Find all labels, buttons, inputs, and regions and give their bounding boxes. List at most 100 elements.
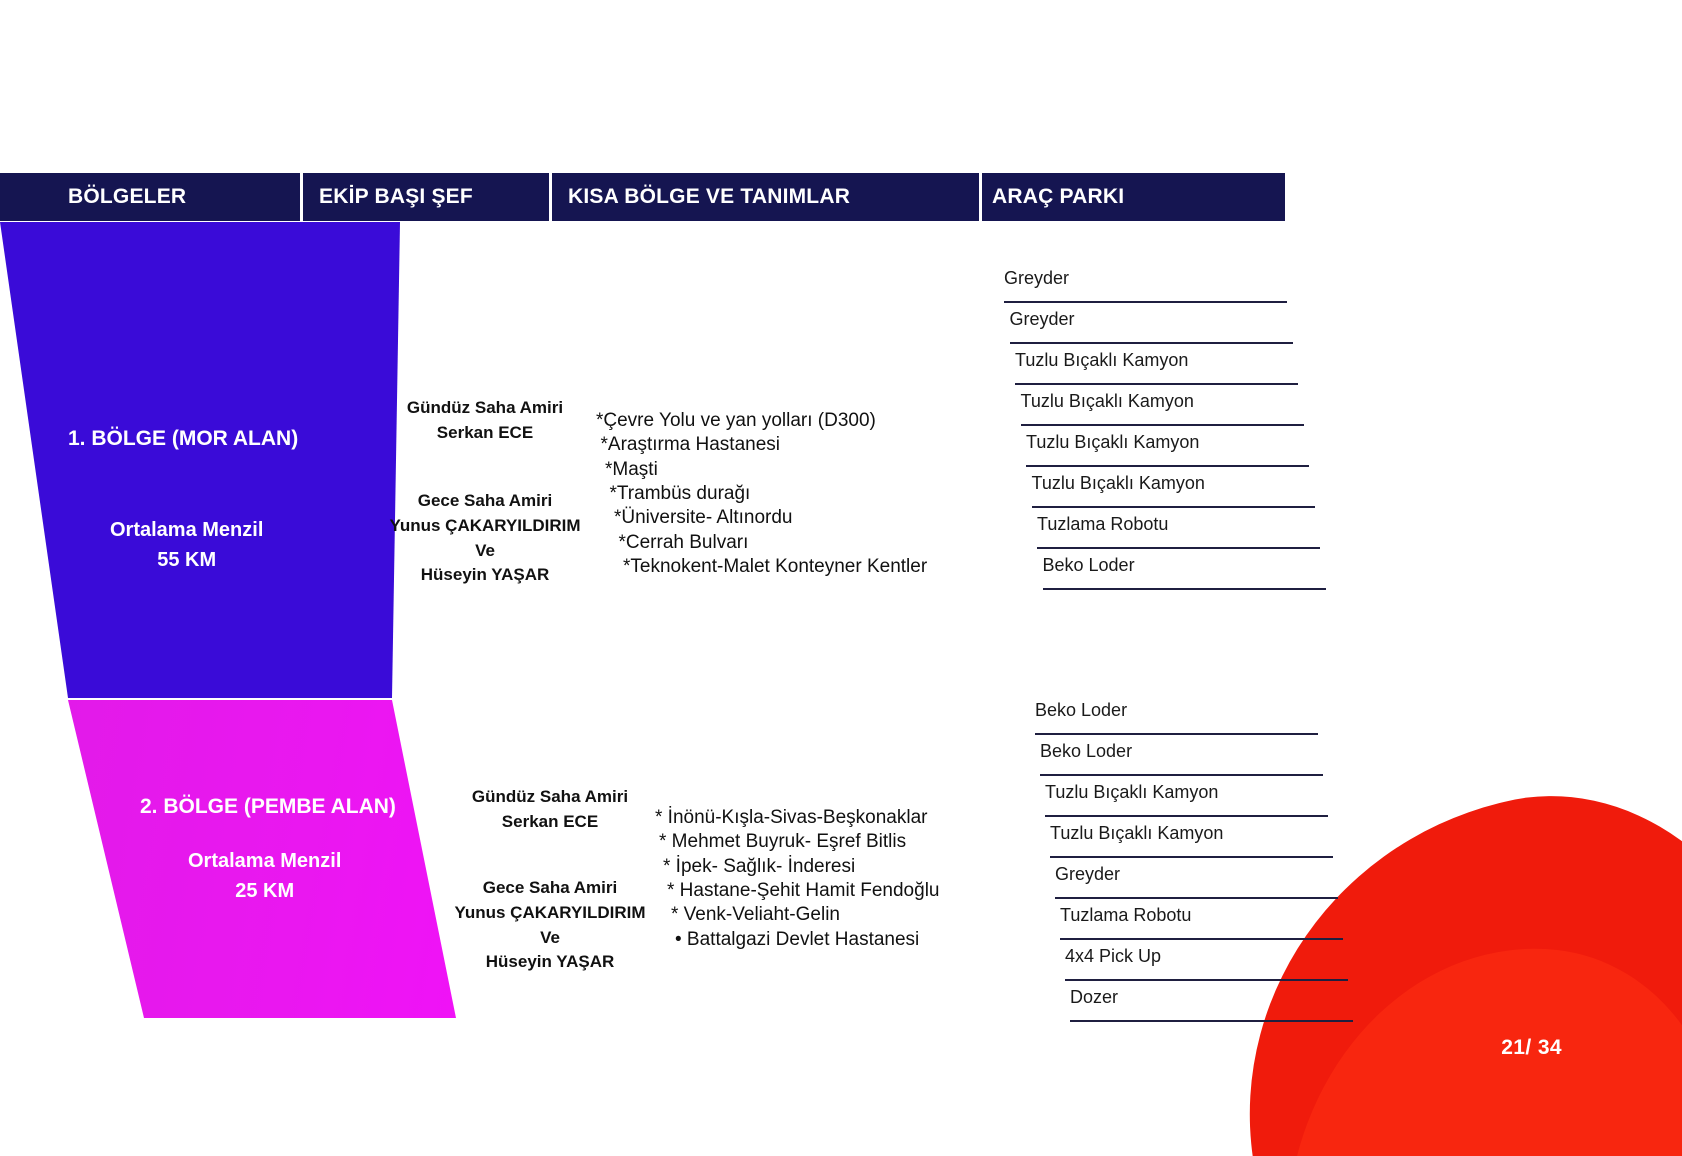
region-range-bolge-1: Ortalama Menzil 55 KM (110, 515, 263, 575)
chief-night-title-bolge-2: Gece Saha Amiri (482, 878, 618, 898)
chief-block-bolge-2: Gündüz Saha Amiri Serkan ECE Gece Saha A… (450, 785, 650, 975)
definition-item: *Araştırma Hastanesi (600, 434, 781, 456)
region-shape-bolge-1 (0, 222, 400, 698)
chief-night-group-bolge-2: Gece Saha Amiri Yunus ÇAKARYILDIRIM Ve H… (450, 876, 650, 975)
definition-item: * Mehmet Buyruk- Eşref Bitlis (659, 831, 907, 853)
vehicle-row: Beko Loder (1035, 697, 1318, 738)
definition-item: *Teknokent-Malet Konteyner Kentler (623, 555, 928, 577)
vehicle-label: Beko Loder (1035, 700, 1128, 720)
region-range-label-bolge-1: Ortalama Menzil (110, 519, 264, 541)
definition-item: *Trambüs durağı (609, 482, 751, 504)
vehicle-row-rule (1070, 1020, 1353, 1022)
definition-item: * İpek- Sağlık- İnderesi (663, 855, 856, 877)
vehicle-label: Greyder (1004, 268, 1070, 288)
chief-day-title-bolge-2: Gündüz Saha Amiri (471, 787, 629, 806)
header-cell-ekip-basi-sef: EKİP BAŞI ŞEF (303, 173, 549, 221)
vehicle-row: Tuzlama Robotu (1037, 511, 1320, 552)
chief-day-group-bolge-1: Gündüz Saha Amiri Serkan ECE (380, 396, 590, 445)
vehicle-row-rule (1055, 897, 1338, 899)
vehicle-row-rule (1065, 979, 1348, 981)
vehicle-label: Greyder (1055, 864, 1121, 884)
page-number: 21/ 34 (1501, 1036, 1562, 1059)
vehicle-label: Tuzlu Bıçaklı Kamyon (1026, 432, 1200, 452)
definition-item: *Üniversite- Altınordu (614, 507, 793, 529)
region-shape-bolge-2 (68, 700, 456, 1018)
vehicle-row: Tuzlu Bıçaklı Kamyon (1050, 820, 1333, 861)
region-name-bolge-1: 1. BÖLGE (MOR ALAN) (68, 427, 299, 450)
vehicle-label: Tuzlu Bıçaklı Kamyon (1045, 782, 1219, 802)
region-range-bolge-2: Ortalama Menzil 25 KM (188, 846, 341, 906)
chief-night-conjunction-bolge-1: Ve (475, 540, 495, 560)
vehicle-row: Greyder (1055, 861, 1338, 902)
vehicle-row-rule (1040, 774, 1323, 776)
definition-item: *Çevre Yolu ve yan yolları (D300) (596, 410, 876, 431)
definition-item: *Maşti (605, 458, 658, 480)
region-range-value-bolge-1: 55 KM (157, 549, 217, 571)
vehicle-row-rule (1045, 815, 1328, 817)
chief-night-name-2-bolge-2: Hüseyin YAŞAR (485, 952, 615, 972)
vehicle-row: Tuzlu Bıçaklı Kamyon (1031, 470, 1315, 511)
header-label-kisa-bolge-ve-tanimlar: KISA BÖLGE VE TANIMLAR (568, 185, 851, 208)
vehicle-row: Tuzlu Bıçaklı Kamyon (1015, 347, 1298, 388)
vehicle-row-rule (1004, 301, 1287, 303)
vehicle-label: Dozer (1070, 987, 1119, 1007)
vehicle-row-rule (1042, 588, 1326, 590)
vehicle-row-rule (1035, 733, 1318, 735)
vehicle-row: Tuzlu Bıçaklı Kamyon (1045, 779, 1328, 820)
table-header-band: BÖLGELER EKİP BAŞI ŞEF KISA BÖLGE VE TAN… (0, 173, 1285, 221)
vehicle-label: Beko Loder (1040, 741, 1133, 761)
vehicle-row-rule (1009, 342, 1293, 344)
vehicle-label: Beko Loder (1042, 555, 1135, 575)
definition-item: • Battalgazi Devlet Hastanesi (675, 928, 920, 950)
chief-day-name-bolge-2: Serkan ECE (501, 811, 599, 831)
vehicle-row: 4x4 Pick Up (1065, 943, 1348, 984)
chief-day-title-bolge-1: Gündüz Saha Amiri (406, 398, 564, 417)
header-label-arac-parki: ARAÇ PARKI (992, 185, 1125, 208)
vehicle-label: Tuzlu Bıçaklı Kamyon (1050, 823, 1224, 843)
chief-night-conjunction-bolge-2: Ve (540, 927, 560, 947)
header-label-ekip-basi-sef: EKİP BAŞI ŞEF (319, 185, 473, 208)
chief-night-group-bolge-1: Gece Saha Amiri Yunus ÇAKARYILDIRIM Ve H… (380, 489, 590, 588)
vehicle-label: Tuzlama Robotu (1037, 514, 1169, 534)
definition-item: * Venk-Veliaht-Gelin (671, 904, 840, 926)
definition-item: *Cerrah Bulvarı (618, 531, 749, 553)
vehicle-row-rule (1037, 547, 1320, 549)
header-cell-arac-parki: ARAÇ PARKI (982, 173, 1285, 221)
chief-night-name-1-bolge-2: Yunus ÇAKARYILDIRIM (454, 902, 646, 922)
vehicle-row-rule (1031, 506, 1315, 508)
region-range-label-bolge-2: Ortalama Menzil (188, 850, 342, 872)
vehicle-label: Tuzlu Bıçaklı Kamyon (1020, 391, 1194, 411)
region-range-value-bolge-2: 25 KM (235, 880, 295, 902)
vehicle-label: 4x4 Pick Up (1065, 946, 1162, 966)
chief-night-name-2-bolge-1: Hüseyin YAŞAR (420, 565, 550, 585)
header-cell-kisa-bolge-ve-tanimlar: KISA BÖLGE VE TANIMLAR (552, 173, 979, 221)
vehicle-row-rule (1020, 424, 1304, 426)
vehicle-row: Tuzlama Robotu (1060, 902, 1343, 943)
chief-block-bolge-1: Gündüz Saha Amiri Serkan ECE Gece Saha A… (380, 396, 590, 588)
definitions-list-bolge-2: * İnönü-Kışla-Sivas-Beşkonaklar * Mehmet … (655, 806, 939, 952)
vehicle-row: Tuzlu Bıçaklı Kamyon (1020, 388, 1304, 429)
definition-item: * İnönü-Kışla-Sivas-Beşkonaklar (655, 807, 928, 828)
chief-night-name-1-bolge-1: Yunus ÇAKARYILDIRIM (389, 515, 581, 535)
vehicle-row: Beko Loder (1040, 738, 1323, 779)
chief-day-group-bolge-2: Gündüz Saha Amiri Serkan ECE (450, 785, 650, 834)
vehicle-label: Tuzlama Robotu (1060, 905, 1192, 925)
vehicle-row-rule (1015, 383, 1298, 385)
vehicle-row: Greyder (1009, 306, 1293, 347)
vehicle-row-rule (1050, 856, 1333, 858)
vehicle-row-rule (1026, 465, 1309, 467)
vehicle-row-rule (1060, 938, 1343, 940)
chief-day-name-bolge-1: Serkan ECE (436, 422, 534, 442)
chief-night-title-bolge-1: Gece Saha Amiri (417, 491, 553, 511)
header-label-bolgeler: BÖLGELER (68, 185, 187, 208)
definitions-list-bolge-1: *Çevre Yolu ve yan yolları (D300) *Araştı… (596, 409, 927, 579)
region-name-bolge-2: 2. BÖLGE (PEMBE ALAN) (140, 795, 396, 818)
definition-item: * Hastane-Şehit Hamit Fendoğlu (667, 879, 940, 901)
header-cell-bolgeler: BÖLGELER (0, 173, 300, 221)
vehicle-label: Tuzlu Bıçaklı Kamyon (1015, 350, 1189, 370)
vehicle-row: Greyder (1004, 265, 1287, 306)
vehicle-label: Greyder (1009, 309, 1075, 329)
